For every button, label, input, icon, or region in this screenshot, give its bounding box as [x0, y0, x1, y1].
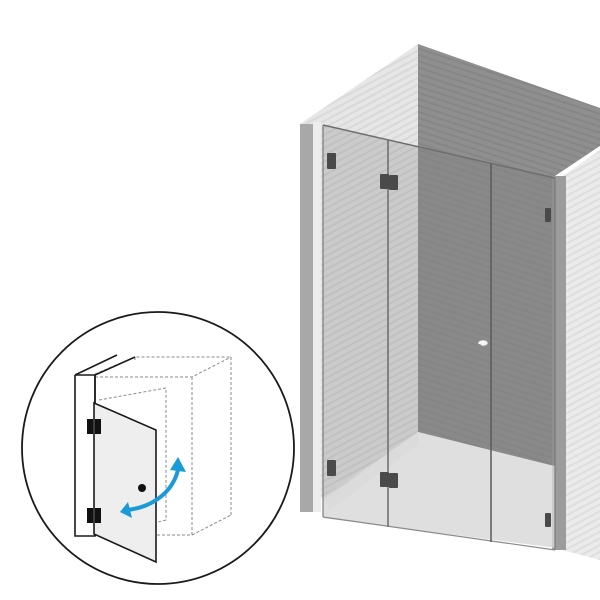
inset-door-panel	[93, 401, 157, 564]
door-handle	[476, 339, 489, 348]
hinge-icon	[380, 174, 389, 189]
right-side-wall	[552, 146, 600, 560]
hinge-icon	[389, 473, 398, 488]
inset-knob-icon	[138, 484, 146, 492]
swing-detail-inset	[21, 311, 295, 585]
hinges	[327, 153, 551, 527]
inset-circle	[21, 311, 295, 585]
hinge-icon	[389, 175, 398, 190]
hinge-icon	[327, 153, 336, 169]
panel-dividers	[387, 140, 492, 542]
hinge-icon	[545, 208, 551, 222]
dashed-enclosure-outline	[94, 356, 232, 536]
left-wall-post	[300, 122, 321, 512]
hinge-icon	[327, 460, 336, 476]
glass-panels	[322, 124, 556, 551]
hinge-icon	[380, 472, 389, 487]
hinge-icon	[545, 513, 551, 527]
swing-arrow-icon	[120, 457, 186, 518]
